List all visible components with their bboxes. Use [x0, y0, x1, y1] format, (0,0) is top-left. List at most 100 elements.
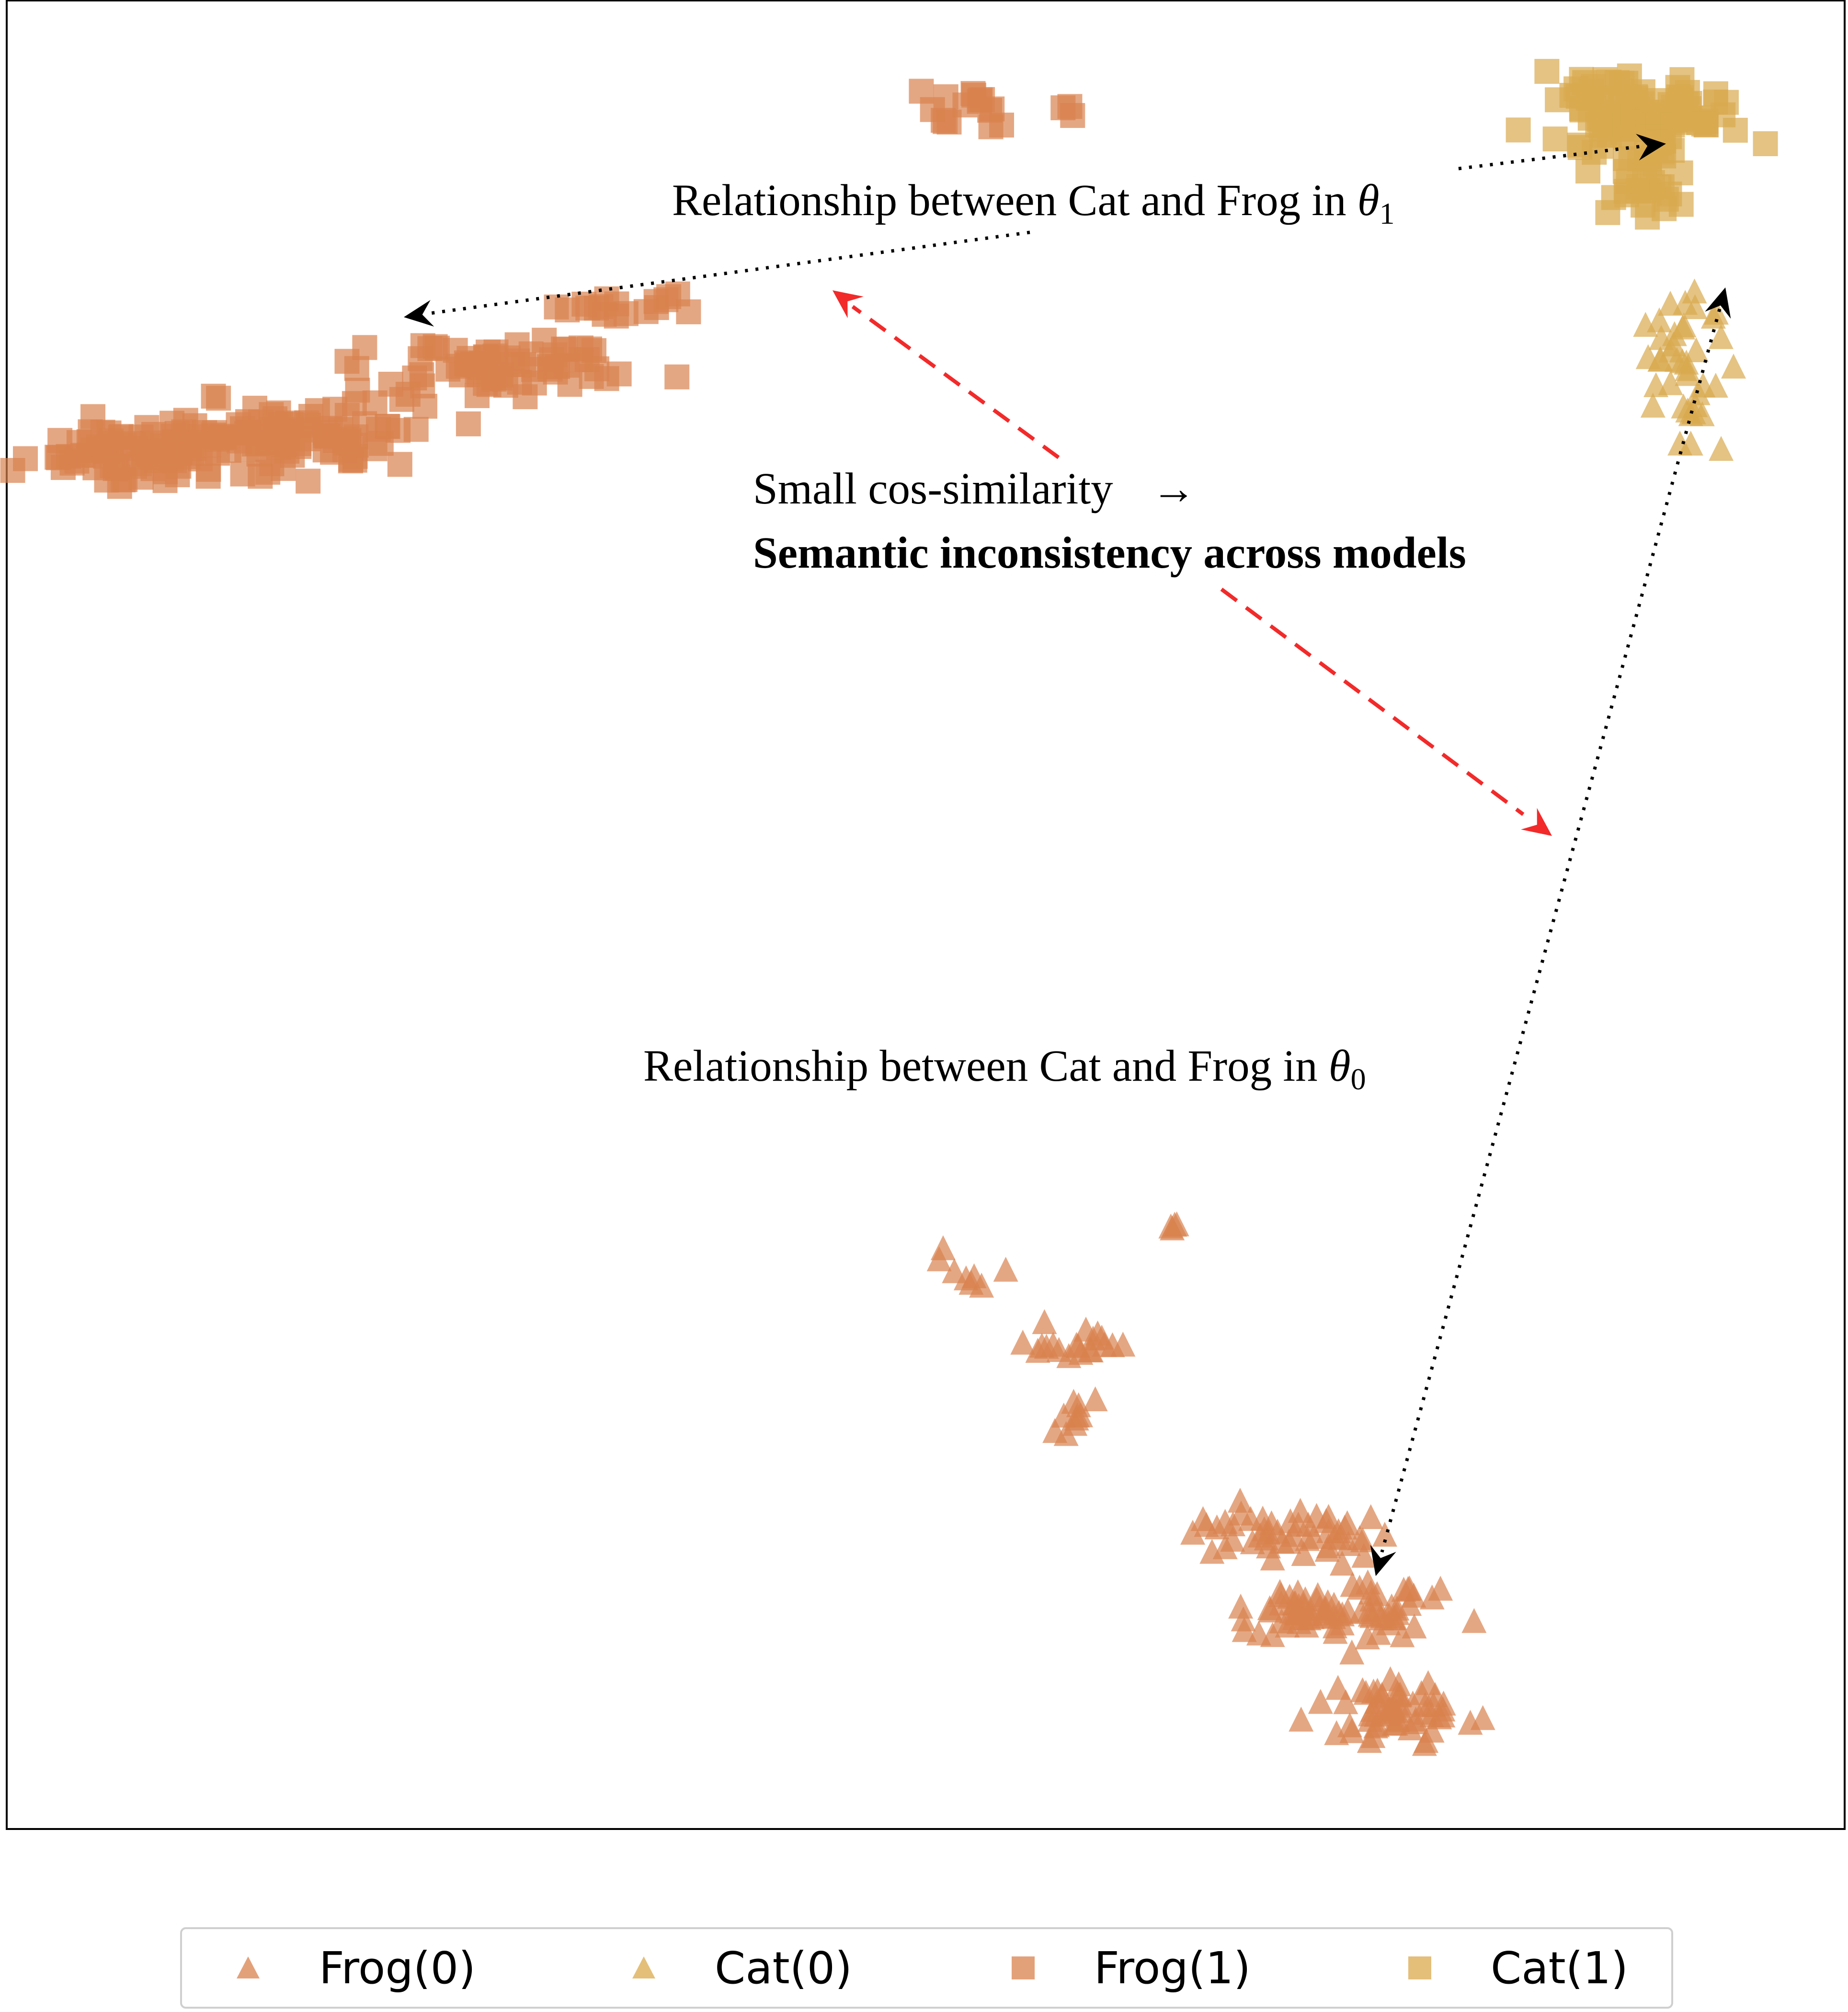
arrowhead	[1521, 808, 1552, 836]
point	[1633, 312, 1658, 337]
point	[1381, 1695, 1406, 1720]
point	[1601, 185, 1626, 210]
point	[1428, 1576, 1453, 1601]
series-cat0	[1633, 278, 1746, 461]
point	[613, 301, 639, 326]
series-frog1	[0, 79, 1085, 499]
point	[236, 420, 262, 445]
point	[936, 109, 962, 135]
point	[1689, 401, 1715, 426]
point	[296, 469, 321, 494]
point	[1649, 325, 1674, 350]
point	[483, 339, 509, 365]
point	[1635, 344, 1661, 369]
point	[445, 354, 471, 379]
point	[1289, 1605, 1315, 1631]
point	[1592, 85, 1617, 110]
point	[1621, 112, 1646, 137]
point	[1164, 1211, 1189, 1236]
point	[1221, 1511, 1246, 1536]
point	[993, 1257, 1018, 1282]
point	[1042, 1418, 1068, 1443]
point	[1316, 1504, 1341, 1529]
point	[1260, 1622, 1285, 1647]
legend-triangle-marker	[237, 1956, 260, 1978]
point	[1534, 58, 1560, 84]
legend-item-cat0: Cat(0)	[630, 1929, 852, 2007]
point	[1232, 1617, 1257, 1642]
point	[1402, 1613, 1427, 1639]
legend-item-frog0: Frog(0)	[235, 1929, 476, 2007]
theta1-arrow-to-frog1	[426, 230, 1030, 316]
point	[1279, 1598, 1304, 1623]
point	[1640, 392, 1665, 418]
point	[173, 408, 198, 433]
point	[344, 356, 369, 381]
point	[1032, 1309, 1057, 1334]
point	[1335, 1598, 1360, 1623]
point	[1723, 117, 1748, 143]
point	[1684, 337, 1709, 363]
point	[1010, 1329, 1036, 1355]
point	[1194, 1512, 1219, 1537]
point	[1370, 1683, 1395, 1709]
point	[1350, 1527, 1375, 1553]
point	[352, 335, 377, 360]
point	[1321, 1604, 1346, 1629]
point	[1220, 1527, 1245, 1552]
point	[387, 452, 412, 477]
point	[1351, 1543, 1377, 1568]
arrowhead	[1370, 1544, 1396, 1576]
point	[1365, 1712, 1390, 1738]
annotation-theta0: Relationship between Cat and Frog in θ0	[643, 1041, 1366, 1096]
point	[1569, 96, 1594, 121]
legend-label: Cat(1)	[1491, 1942, 1629, 1994]
point	[1305, 1582, 1331, 1607]
legend-triangle-marker	[632, 1956, 655, 1978]
point	[1057, 94, 1083, 119]
point	[1709, 436, 1734, 461]
point	[1430, 1696, 1456, 1722]
point	[1542, 126, 1568, 152]
arrowhead	[833, 290, 864, 319]
point	[248, 464, 273, 489]
point	[1682, 278, 1707, 304]
data-points	[0, 58, 1778, 1756]
point	[1575, 159, 1601, 184]
point	[395, 381, 421, 407]
point	[265, 429, 290, 455]
point	[1324, 1720, 1349, 1745]
legend-item-frog1: Frog(1)	[1010, 1929, 1251, 2007]
point	[1658, 370, 1683, 395]
point	[930, 1235, 956, 1260]
point	[1079, 1338, 1104, 1363]
point	[1199, 1539, 1225, 1564]
point	[1062, 1411, 1088, 1436]
point	[1645, 88, 1671, 114]
plot-frame	[6, 0, 1846, 1830]
point	[1228, 1593, 1254, 1619]
point	[1278, 1508, 1303, 1533]
point	[504, 332, 530, 357]
point	[1658, 290, 1683, 316]
point	[1618, 145, 1643, 170]
red-arrow-up	[851, 305, 1060, 459]
point	[59, 450, 85, 476]
point	[1700, 303, 1726, 329]
point	[206, 386, 231, 411]
point	[933, 84, 958, 109]
point	[1461, 1608, 1487, 1633]
point	[1640, 170, 1665, 195]
point	[456, 411, 481, 436]
point	[1391, 1577, 1416, 1602]
point	[656, 284, 682, 309]
point	[1378, 1666, 1403, 1692]
point	[1339, 1639, 1365, 1665]
legend-square-marker	[1408, 1956, 1431, 1979]
point	[989, 113, 1015, 138]
point	[1621, 90, 1646, 115]
point	[1567, 135, 1593, 160]
point	[0, 457, 25, 483]
point	[1327, 1525, 1353, 1551]
